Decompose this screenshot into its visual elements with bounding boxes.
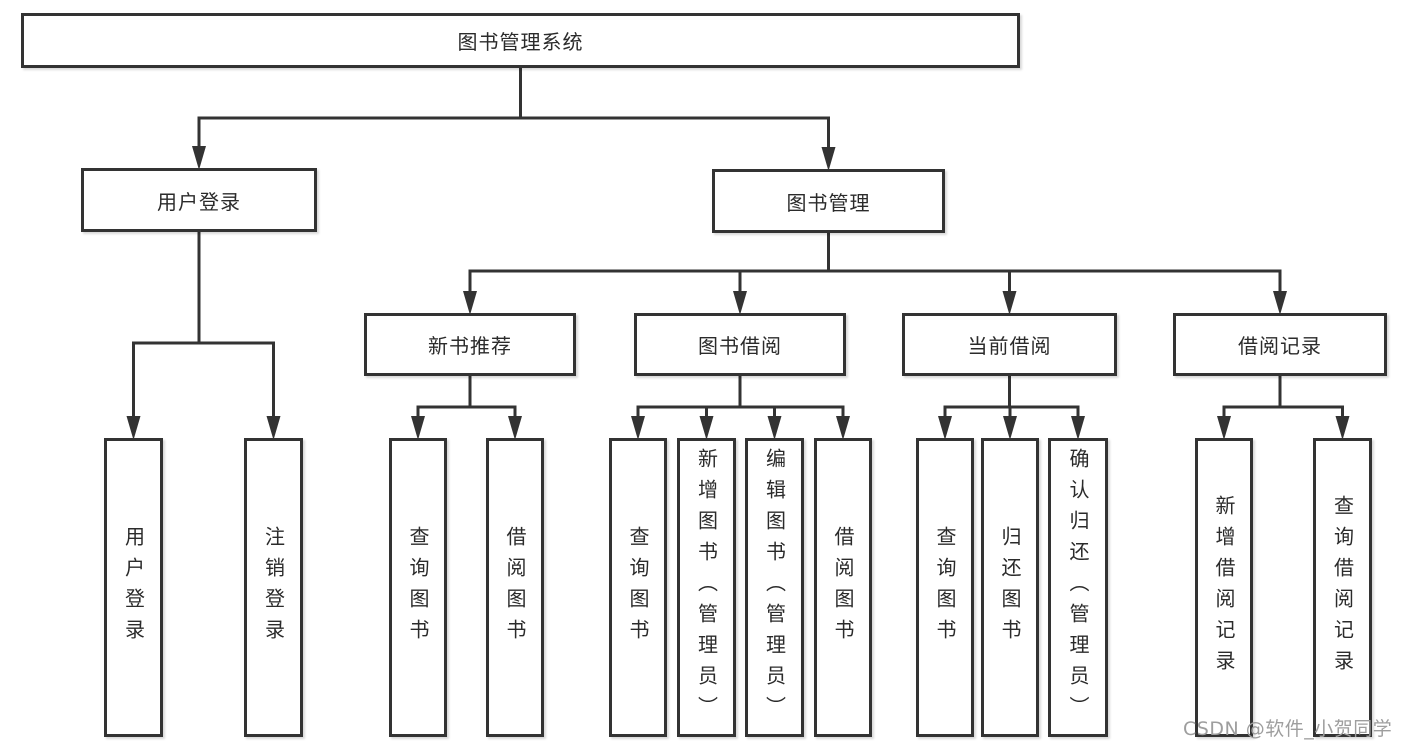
arrowhead-icon: [821, 147, 836, 171]
node-leaf-confirm-return-admin: 确认归还（管理员）: [1048, 438, 1108, 737]
node-leaf-add-borrow-record: 新增借阅记录: [1195, 438, 1253, 737]
arrowhead-icon: [767, 416, 782, 440]
node-leaf-return-books: 归还图书: [981, 438, 1039, 737]
node-new-book-recommend: 新书推荐: [364, 313, 576, 376]
watermark-text: CSDN @软件_小贺同学: [1183, 718, 1393, 740]
arrowhead-icon: [1071, 416, 1085, 440]
arrowhead-icon: [192, 146, 206, 170]
node-leaf-query-books-recommend: 查询图书: [389, 438, 447, 737]
node-leaf-add-books-admin: 新增图书（管理员）: [677, 438, 736, 737]
arrowhead-icon: [1273, 291, 1287, 315]
arrowhead-icon: [463, 291, 477, 315]
node-leaf-query-borrow-record: 查询借阅记录: [1313, 438, 1372, 737]
node-leaf-user-login: 用户登录: [104, 438, 163, 737]
arrowhead-icon: [1003, 416, 1017, 440]
node-leaf-edit-books-admin: 编辑图书（管理员）: [745, 438, 804, 737]
node-book-borrowing: 图书借阅: [634, 313, 846, 376]
node-user-login: 用户登录: [81, 168, 317, 232]
node-borrowing-records: 借阅记录: [1173, 313, 1387, 376]
arrowhead-icon: [411, 416, 425, 440]
arrowhead-icon: [1002, 291, 1017, 315]
node-current-borrowing: 当前借阅: [902, 313, 1117, 376]
node-leaf-query-books-borrowing: 查询图书: [609, 438, 667, 737]
node-leaf-logout: 注销登录: [244, 438, 303, 737]
arrowhead-icon: [938, 416, 952, 440]
arrowhead-icon: [836, 416, 850, 440]
arrowhead-icon: [1217, 416, 1231, 440]
node-leaf-borrow-books-borrowing: 借阅图书: [814, 438, 872, 737]
node-book-management: 图书管理: [712, 169, 945, 233]
arrowhead-icon: [1335, 416, 1350, 440]
arrowhead-icon: [266, 416, 281, 440]
arrowhead-icon: [733, 291, 747, 315]
arrowhead-icon: [699, 416, 714, 440]
node-leaf-borrow-books-recommend: 借阅图书: [486, 438, 544, 737]
node-leaf-query-books-current: 查询图书: [916, 438, 974, 737]
arrowhead-icon: [508, 416, 522, 440]
arrowhead-icon: [126, 416, 141, 440]
node-library-system: 图书管理系统: [21, 13, 1020, 68]
arrowhead-icon: [631, 416, 645, 440]
